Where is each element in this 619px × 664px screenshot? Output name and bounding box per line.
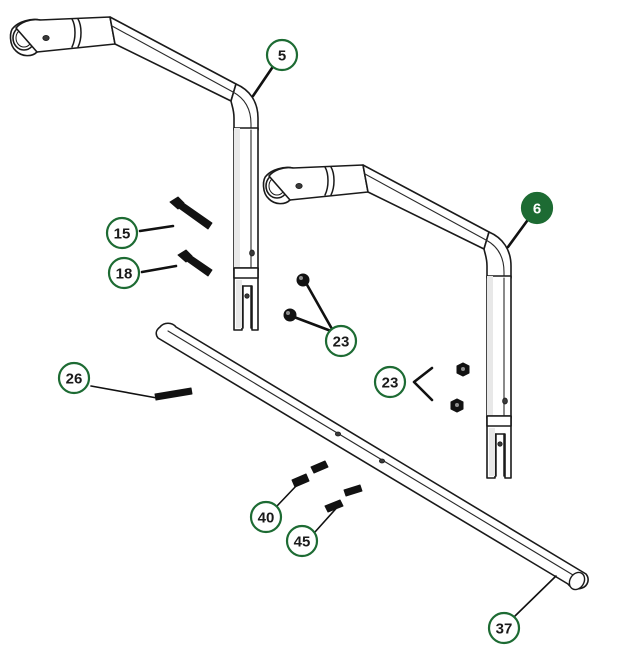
left-tube-fork-hole (244, 293, 250, 299)
part-knurled-pin (291, 460, 329, 488)
part-long-hex-bolt (169, 196, 213, 230)
right-tube-arm-highlight (364, 173, 487, 241)
leader-line-15 (138, 224, 175, 233)
left-tube-grip-block (15, 16, 116, 53)
leader-line-37 (514, 575, 557, 617)
cross-brace-body (155, 322, 589, 590)
callout-badges-group: 5 15 18 6 23 23 (57, 38, 554, 645)
dome-bolt-gleam-upper (299, 276, 303, 280)
right-tube-shaft-hole (502, 397, 508, 405)
callout-5[interactable]: 5 (265, 38, 299, 72)
callout-40-circle[interactable] (249, 500, 283, 534)
right-tube-fork-hole (497, 441, 503, 447)
callout-23-left-circle[interactable] (324, 324, 358, 358)
callout-18[interactable]: 18 (107, 256, 141, 290)
part-short-knurled-pin (324, 484, 363, 513)
callout-37-circle[interactable] (487, 611, 521, 645)
callout-26-circle[interactable] (57, 361, 91, 395)
leader-line-6 (506, 219, 529, 249)
leader-line-40 (276, 484, 298, 507)
leader-line-5 (251, 66, 274, 98)
dome-bolt-gleam-lower (286, 311, 290, 315)
short-bolt-thread-highlight (188, 256, 210, 272)
callout-37[interactable]: 37 (487, 611, 521, 645)
knurled-pin-45-mate (324, 499, 344, 513)
left-tube-fork-collar (233, 267, 259, 279)
hex-nut-upper-bore (461, 367, 465, 371)
callout-23-right-circle[interactable] (373, 365, 407, 399)
left-tube-elbow-inner (232, 91, 252, 131)
callout-26[interactable]: 26 (57, 361, 91, 395)
right-tube-ring-a (324, 166, 329, 196)
leader-line-18 (140, 264, 178, 274)
right-tube-elbow-inner (485, 239, 505, 279)
callout-23-left-label: 23 (333, 334, 350, 351)
right-tube-fork-collar (486, 415, 512, 427)
cross-brace-highlight (167, 330, 579, 579)
right-tube-grip-hole (295, 182, 303, 189)
callout-6-circle[interactable] (520, 191, 554, 225)
part-dome-bolt-pair (283, 273, 310, 322)
right-tube-grip-block (268, 164, 369, 201)
callout-15-circle[interactable] (105, 216, 139, 250)
callout-45-circle[interactable] (285, 524, 319, 558)
callout-5-label: 5 (278, 48, 286, 65)
left-tube-arm-highlight (111, 25, 234, 93)
right-tube-fork-left-shade (489, 428, 495, 476)
callout-18-label: 18 (116, 266, 133, 283)
callout-6-label: 6 (533, 201, 541, 218)
cross-brace-open-end (568, 571, 586, 591)
leader-line-23-upper (304, 281, 334, 331)
callout-18-circle[interactable] (107, 256, 141, 290)
knurled-pin-45-highlight (345, 485, 361, 491)
left-tube-shaft-shade (234, 128, 240, 270)
knurled-pin-40-highlight (312, 461, 327, 468)
hex-nut-lower-bore (455, 403, 459, 407)
leader-line-26 (90, 385, 158, 399)
callout-5-circle[interactable] (265, 38, 299, 72)
knurled-pin-45-body (343, 484, 363, 497)
left-tube-grip-hole (42, 35, 50, 42)
callout-15-label: 15 (114, 226, 131, 243)
right-tube-shaft-shade (487, 276, 493, 418)
callout-26-label: 26 (66, 371, 83, 388)
left-tube-fork-left-shade (236, 280, 242, 328)
callout-23-right[interactable]: 23 (373, 365, 407, 399)
right-tube-ring-b (330, 166, 335, 196)
callout-45[interactable]: 45 (285, 524, 319, 558)
roll-pin-highlight (157, 388, 190, 395)
leader-line-23-lower (292, 315, 333, 333)
left-tube-ring-a (71, 18, 76, 48)
leader-lines-group (90, 66, 557, 617)
cross-brace-hole-b (378, 458, 385, 464)
callout-15[interactable]: 15 (105, 216, 139, 250)
callout-23-left[interactable]: 23 (324, 324, 358, 358)
cross-brace-hole-a (334, 431, 341, 437)
dome-bolt-head-lower (283, 308, 297, 322)
left-tube-shaft-hole (249, 249, 255, 257)
part-short-hex-bolt (177, 249, 213, 277)
knurled-pin-40-body (310, 460, 329, 474)
callout-37-label: 37 (496, 621, 513, 638)
part-cross-brace-tube (155, 322, 589, 591)
leader-line-23-bracket (412, 366, 434, 402)
part-right-handlebar-tube (262, 164, 512, 479)
leader-line-45 (314, 502, 342, 533)
callout-6[interactable]: 6 (520, 191, 554, 225)
part-left-handlebar-tube (9, 16, 259, 331)
part-hex-nut-pair (450, 362, 470, 413)
long-bolt-thread-highlight (180, 203, 210, 225)
knurled-pin-40-mate (291, 473, 310, 488)
callout-23-right-label: 23 (382, 375, 399, 392)
callout-40-label: 40 (258, 510, 275, 527)
left-tube-ring-b (77, 18, 82, 48)
callout-45-label: 45 (294, 534, 311, 551)
callout-40[interactable]: 40 (249, 500, 283, 534)
